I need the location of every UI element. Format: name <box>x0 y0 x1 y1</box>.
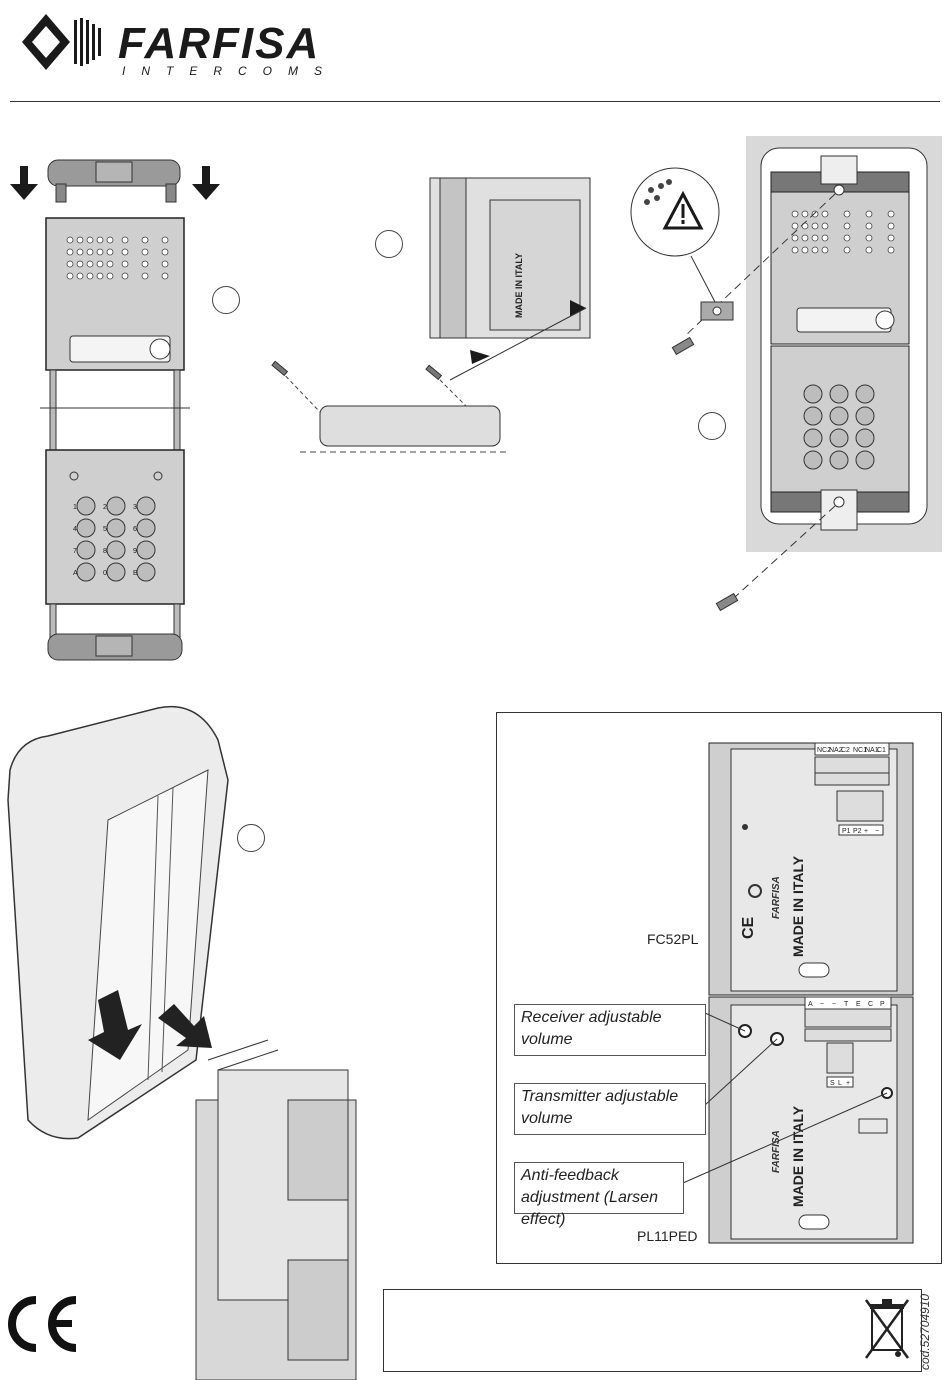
keypad-key <box>77 497 95 515</box>
keypad-key-label: 2 <box>103 504 107 511</box>
model-label-pl11ped: PL11PED <box>637 1228 697 1244</box>
keypad-key <box>77 519 95 537</box>
keypad-key-label: 7 <box>73 548 77 555</box>
crossed-bin-icon <box>862 1296 912 1366</box>
keypad-key <box>137 541 155 559</box>
keypad-key <box>856 451 874 469</box>
keypad-key <box>856 429 874 447</box>
step-marker <box>698 412 726 440</box>
keypad-key <box>804 407 822 425</box>
keypad-key <box>107 541 125 559</box>
keypad-key <box>856 407 874 425</box>
logo-mark-icon <box>8 8 118 88</box>
model-label-fc52pl: FC52PL <box>647 931 698 947</box>
housing-install-drawing <box>8 700 378 1380</box>
module-insertion-drawing: MADE IN ITALY <box>270 170 570 470</box>
keypad-key <box>804 451 822 469</box>
callout-anti-feedback: Anti-feedback adjustment (Larsen effect) <box>514 1162 684 1214</box>
brand-name: FARFISA <box>118 22 320 66</box>
keypad-key-label: A <box>73 570 78 577</box>
keypad-key-label: 6 <box>133 526 137 533</box>
keypad-key <box>830 385 848 403</box>
ce-mark <box>6 1294 82 1359</box>
keypad-key-label: 8 <box>103 548 107 555</box>
keypad-key <box>107 497 125 515</box>
brand-tagline: INTERCOMS <box>122 64 338 78</box>
keypad-key <box>830 407 848 425</box>
keypad-key <box>804 429 822 447</box>
disposal-notice-box <box>383 1289 922 1372</box>
step-marker <box>375 230 403 258</box>
step-marker <box>212 286 240 314</box>
keypad-key-label: 1 <box>73 504 77 511</box>
keypad-key <box>137 519 155 537</box>
panel-assembly-drawing: 1 2 3 4 5 6 7 8 9A 0 B <box>0 150 240 710</box>
document-code: cod.52704910 <box>918 1294 932 1370</box>
keypad-key-label: B <box>133 570 138 577</box>
keypad-key <box>77 563 95 581</box>
svg-text:MADE IN ITALY: MADE IN ITALY <box>514 253 524 318</box>
step-marker <box>237 824 265 852</box>
screw-icon <box>672 338 737 611</box>
keypad-key <box>856 385 874 403</box>
ce-mark-icon <box>6 1294 82 1354</box>
keypad-key <box>830 429 848 447</box>
keypad-key <box>804 385 822 403</box>
keypad-key-label: 4 <box>73 526 77 533</box>
mounted-panel-drawing <box>625 136 945 626</box>
keypad-key <box>107 563 125 581</box>
callout-transmitter-volume: Transmitter adjustable volume <box>514 1083 706 1135</box>
keypad-key <box>107 519 125 537</box>
callout-receiver-volume: Receiver adjustable volume <box>514 1004 706 1056</box>
keypad-key-label: 9 <box>133 548 137 555</box>
keypad-key <box>77 541 95 559</box>
keypad-key <box>830 451 848 469</box>
keypad-key-label: 0 <box>103 570 107 577</box>
keypad-key-label: 5 <box>103 526 107 533</box>
keypad-key-label: 3 <box>133 504 137 511</box>
keypad-key <box>137 563 155 581</box>
header-divider <box>10 101 940 102</box>
keypad-key <box>137 497 155 515</box>
